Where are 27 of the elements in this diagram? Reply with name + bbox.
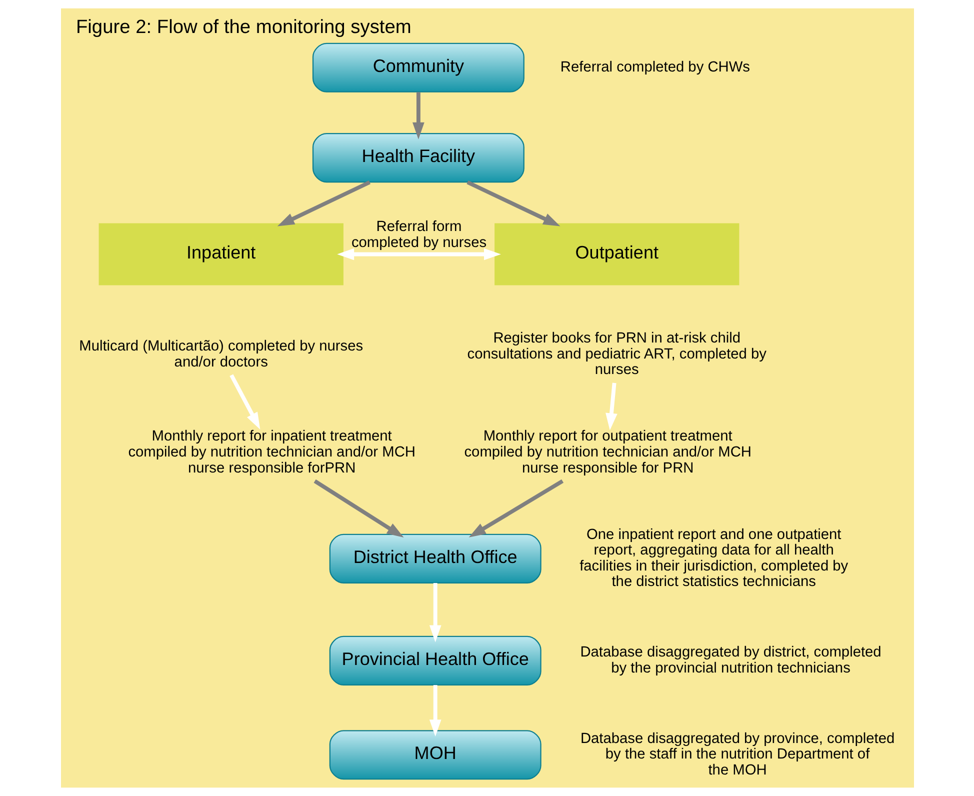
- node-text: Monthly report for inpatient treatment compiled by nutrition technician and/or MCH nurse responsible forPRN: [128, 428, 415, 476]
- node-text: Monthly report for outpatient treatment compiled by nutrition technician and/or MCH nurse responsible for PRN: [464, 428, 751, 476]
- node-label: One inpatient report and one outpatient report, aggregating data for all health facilities in their jurisdiction, completed by the district statistics technicians: [579, 526, 848, 590]
- node-box: MOH: [328, 730, 541, 780]
- node-box: Outpatient: [494, 223, 739, 286]
- arrow: [428, 685, 441, 737]
- node-box: Health Facility: [312, 133, 524, 183]
- arrow: [229, 374, 260, 430]
- node-label: Referral completed by CHWs: [560, 59, 750, 76]
- node-box: Inpatient: [98, 223, 343, 286]
- node-text: Multicard (Multicartão) completed by nurses and/or doctors: [78, 338, 363, 370]
- node-text: Register books for PRN in at-risk child consultations and pediatric ART, completed by nurses: [466, 330, 766, 378]
- diagram-title: Figure 2: Flow of the monitoring system: [75, 16, 411, 38]
- arrow: [468, 479, 564, 538]
- arrow: [466, 180, 560, 226]
- arrow: [605, 382, 617, 430]
- arrow: [336, 248, 500, 260]
- edge-label: Referral form completed by nurses: [350, 219, 486, 251]
- arrow: [276, 180, 370, 226]
- node-label: Database disaggregated by province, completed by the staff in the nutrition Department of the MOH: [580, 730, 894, 778]
- arrow: [313, 479, 404, 538]
- node-box: Provincial Health Office: [328, 636, 541, 686]
- arrow: [412, 92, 424, 140]
- node-label: Database disaggregated by district, completed by the provincial nutrition technicians: [580, 644, 881, 676]
- node-box: Community: [312, 42, 524, 92]
- arrow: [428, 582, 441, 642]
- node-box: District Health Office: [328, 534, 541, 584]
